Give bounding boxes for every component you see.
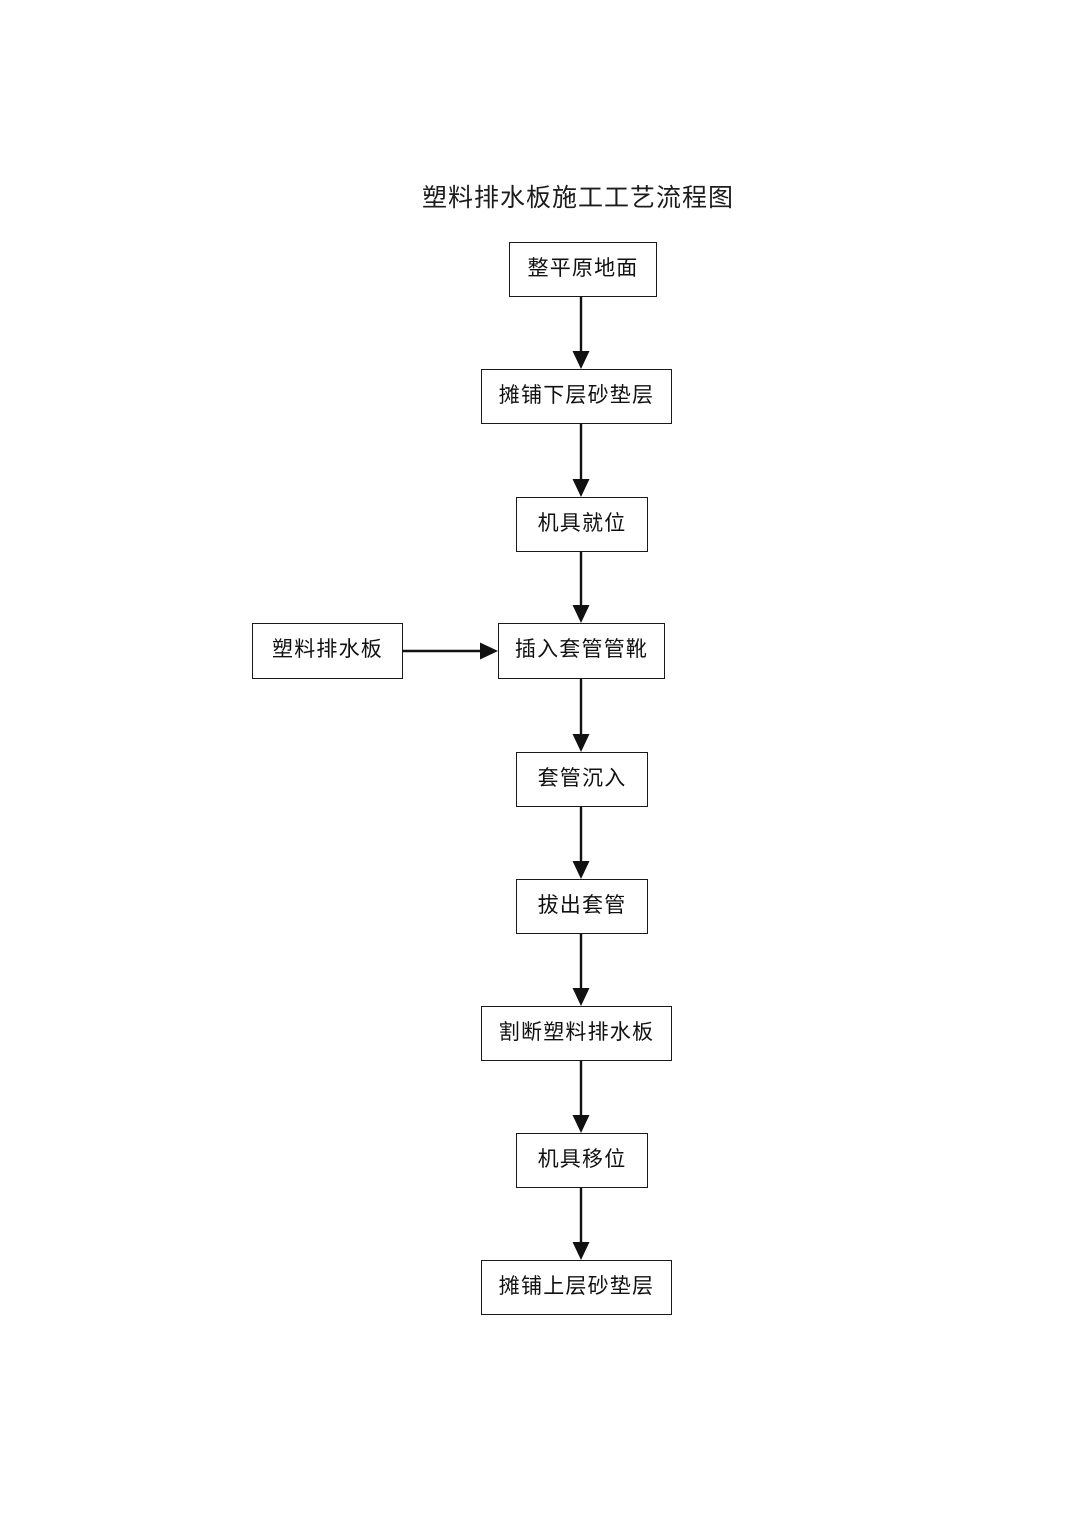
node-label: 套管沉入: [537, 765, 627, 790]
edge-n4-n5: [572, 679, 590, 752]
edge-n3-n4: [572, 552, 590, 623]
node-pull-out-casing[interactable]: 拔出套管: [516, 879, 648, 934]
node-machine-in-position[interactable]: 机具就位: [516, 497, 648, 552]
edge-n2-n3: [572, 424, 590, 497]
node-label: 插入套管管靴: [514, 637, 649, 662]
node-move-machine[interactable]: 机具移位: [516, 1133, 648, 1188]
node-label: 摊铺下层砂垫层: [498, 382, 655, 407]
node-level-ground[interactable]: 整平原地面: [509, 242, 657, 297]
page-title: 塑料排水板施工工艺流程图: [421, 185, 734, 212]
node-plastic-drainage-board-material[interactable]: 塑料排水板: [252, 623, 403, 679]
edge-n5-n6: [572, 807, 590, 879]
node-label: 机具移位: [537, 1146, 627, 1171]
node-label: 割断塑料排水板: [498, 1019, 655, 1044]
node-label: 拔出套管: [537, 892, 627, 917]
node-label: 塑料排水板: [272, 637, 383, 662]
edge-n6-n7: [572, 934, 590, 1006]
node-label: 机具就位: [537, 510, 627, 535]
node-label: 整平原地面: [527, 255, 639, 280]
node-spread-lower-sand-cushion[interactable]: 摊铺下层砂垫层: [481, 369, 672, 424]
node-casing-sinking[interactable]: 套管沉入: [516, 752, 648, 807]
node-spread-upper-sand-cushion[interactable]: 摊铺上层砂垫层: [481, 1260, 672, 1315]
node-cut-plastic-drainage-board[interactable]: 割断塑料排水板: [481, 1006, 672, 1061]
edge-s1-n4: [403, 642, 498, 660]
node-insert-casing-shoe[interactable]: 插入套管管靴: [498, 623, 665, 679]
edge-n8-n9: [572, 1188, 590, 1260]
node-label: 摊铺上层砂垫层: [498, 1273, 655, 1298]
edge-n1-n2: [572, 297, 590, 369]
edge-n7-n8: [572, 1061, 590, 1133]
page-title-wrapper: 塑料排水板施工工艺流程图: [398, 182, 758, 216]
